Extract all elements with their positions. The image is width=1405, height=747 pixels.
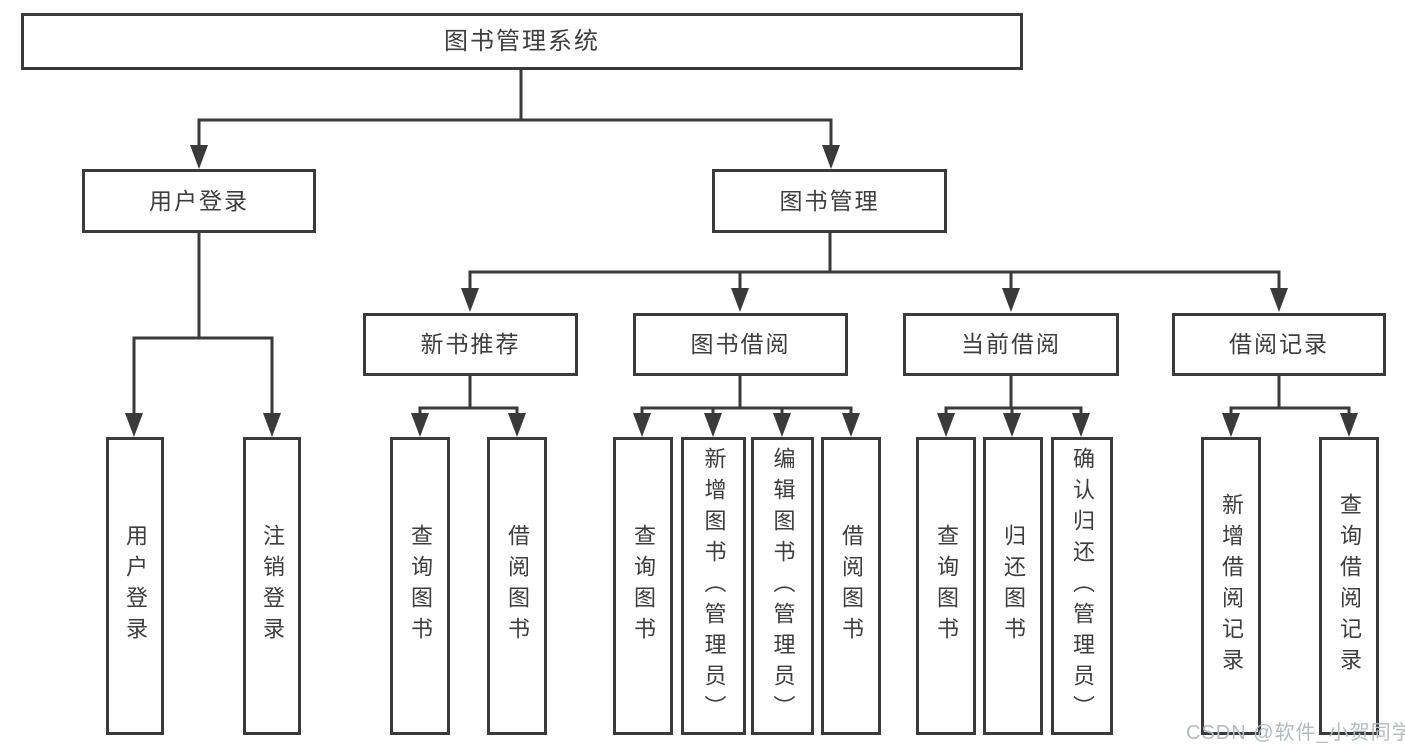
leaf-user-login: 用户登录 xyxy=(106,437,164,735)
node-label: 编辑图书（管理员） xyxy=(770,446,796,726)
node-label: 注销登录 xyxy=(260,524,285,648)
csdn-watermark: CSDN @软件_小贺同学 xyxy=(1186,722,1405,744)
node-label: 查询图书 xyxy=(631,524,656,648)
node-label: 归还图书 xyxy=(1001,524,1026,648)
node-label: 借阅记录 xyxy=(1229,331,1329,357)
arrow-down-icon xyxy=(1072,413,1090,437)
leaf-cb-query-book: 查询图书 xyxy=(916,437,976,735)
arrow-down-icon xyxy=(461,288,479,312)
leaf-bb-add-book-admin: 新增图书（管理员） xyxy=(681,437,746,735)
arrow-down-icon xyxy=(1003,413,1021,437)
connector-borrow-record-to-leaves xyxy=(1222,375,1358,437)
arrow-down-icon xyxy=(731,288,749,312)
arrow-down-icon xyxy=(773,413,791,437)
node-book-borrowing: 图书借阅 xyxy=(633,313,848,376)
leaf-bb-edit-book-admin: 编辑图书（管理员） xyxy=(751,437,814,735)
leaf-logout: 注销登录 xyxy=(243,437,301,735)
arrow-down-icon xyxy=(411,413,429,437)
connector-book-borrow-to-leaves xyxy=(633,375,860,437)
leaf-cb-confirm-return-admin: 确认归还（管理员） xyxy=(1051,437,1113,735)
node-label: 新书推荐 xyxy=(420,331,521,357)
node-label: 用户登录 xyxy=(123,524,148,648)
arrow-down-icon xyxy=(190,145,208,169)
leaf-cb-return-book: 归还图书 xyxy=(983,437,1043,735)
node-new-book-recommendation: 新书推荐 xyxy=(363,313,578,376)
node-current-borrowing: 当前借阅 xyxy=(903,313,1119,376)
node-borrowing-records: 借阅记录 xyxy=(1172,313,1386,376)
node-label: 新增图书（管理员） xyxy=(701,446,727,726)
arrow-down-icon xyxy=(125,413,143,437)
connector-book-mgmt-to-level3 xyxy=(461,232,1288,312)
leaf-bb-borrow-book: 借阅图书 xyxy=(821,437,881,735)
arrow-down-icon xyxy=(508,413,526,437)
node-label: 图书管理系统 xyxy=(444,27,600,55)
node-label: 图书借阅 xyxy=(690,331,791,357)
node-label: 查询图书 xyxy=(934,524,959,648)
node-label: 用户登录 xyxy=(149,187,249,214)
arrow-down-icon xyxy=(822,145,840,169)
node-user-login: 用户登录 xyxy=(82,169,316,233)
node-label: 确认归还（管理员） xyxy=(1070,446,1095,726)
arrow-down-icon xyxy=(704,413,722,437)
leaf-br-add-record: 新增借阅记录 xyxy=(1201,437,1261,735)
arrow-down-icon xyxy=(1002,288,1020,312)
arrow-down-icon xyxy=(1270,288,1288,312)
arrow-down-icon xyxy=(633,413,651,437)
leaf-bb-query-book: 查询图书 xyxy=(613,437,673,735)
arrow-down-icon xyxy=(1222,413,1240,437)
leaf-br-query-record: 查询借阅记录 xyxy=(1319,437,1379,735)
node-root-library-system: 图书管理系统 xyxy=(21,13,1023,70)
node-label: 查询借阅记录 xyxy=(1337,493,1362,679)
connector-user-login-to-leaves xyxy=(125,233,281,437)
connector-root-to-level2 xyxy=(190,69,840,169)
leaf-nbr-query-book: 查询图书 xyxy=(390,437,450,735)
node-label: 借阅图书 xyxy=(839,524,864,648)
arrow-down-icon xyxy=(1340,413,1358,437)
node-book-management: 图书管理 xyxy=(712,169,947,233)
node-label: 借阅图书 xyxy=(505,524,530,648)
node-label: 查询图书 xyxy=(408,524,433,648)
leaf-nbr-borrow-book: 借阅图书 xyxy=(487,437,547,735)
connector-current-borrow-to-leaves xyxy=(937,375,1090,437)
node-label: 图书管理 xyxy=(779,187,880,214)
node-label: 新增借阅记录 xyxy=(1219,493,1244,679)
arrow-down-icon xyxy=(937,413,955,437)
arrow-down-icon xyxy=(842,413,860,437)
arrow-down-icon xyxy=(263,413,281,437)
connector-new-book-rec-to-leaves xyxy=(411,375,526,437)
node-label: 当前借阅 xyxy=(961,331,1061,357)
